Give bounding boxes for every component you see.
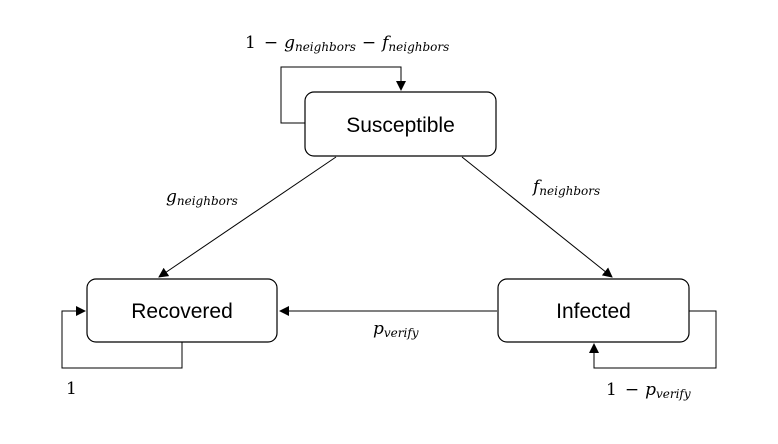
susceptible-label: Susceptible xyxy=(346,114,455,137)
label-susceptible-to-recovered: gneighbors xyxy=(166,187,238,208)
label-sub-verify: verify xyxy=(384,326,419,340)
label-minus: − xyxy=(264,33,278,53)
recovered-label: Recovered xyxy=(131,300,233,323)
susceptible-box xyxy=(304,91,497,157)
node-susceptible: Susceptible xyxy=(304,91,497,157)
label-recovered-self: 1 xyxy=(66,379,77,399)
label-g: g xyxy=(166,187,177,207)
label-susceptible-to-infected: fneighbors xyxy=(531,177,600,198)
label-one: 1 xyxy=(606,380,617,400)
label-f: f xyxy=(531,177,542,197)
node-infected: Infected xyxy=(497,278,690,343)
infected-label: Infected xyxy=(556,300,631,323)
label-sub-neighbors: neighbors xyxy=(388,40,449,54)
label-minus: − xyxy=(362,33,376,53)
label-infected-to-recovered: pverify xyxy=(373,319,419,340)
label-f: f xyxy=(380,33,391,53)
edge-susceptible-to-infected xyxy=(461,156,613,278)
label-infected-self: 1−pverify xyxy=(606,380,691,401)
label-susceptible-self: 1−gneighbors−fneighbors xyxy=(245,33,449,54)
edge-susceptible-to-recovered xyxy=(158,156,337,278)
label-p: p xyxy=(373,319,384,339)
label-sub-neighbors: neighbors xyxy=(295,40,356,54)
label-sub-verify: verify xyxy=(656,387,691,401)
label-p: p xyxy=(645,380,656,400)
label-minus: − xyxy=(625,380,639,400)
edge-infected-self xyxy=(589,310,717,369)
edge-recovered-self xyxy=(61,306,183,369)
label-sub-neighbors: neighbors xyxy=(177,194,238,208)
label-one: 1 xyxy=(245,33,256,53)
edge-susceptible-self xyxy=(280,66,406,124)
label-sub-neighbors: neighbors xyxy=(539,184,600,198)
label-g: g xyxy=(284,33,295,53)
node-recovered: Recovered xyxy=(86,278,278,343)
